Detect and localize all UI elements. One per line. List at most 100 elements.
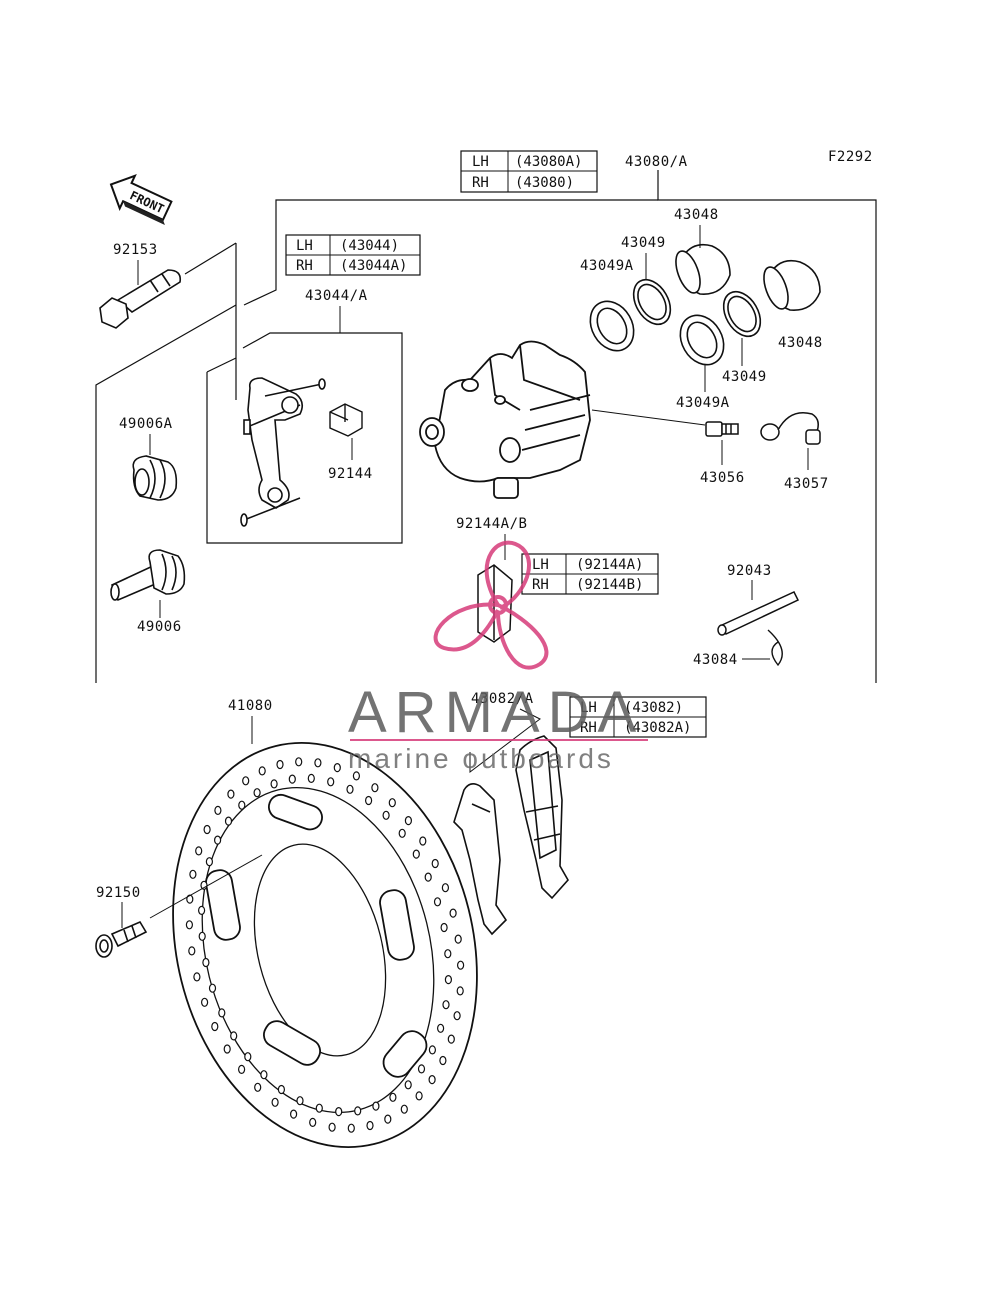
piston-seal-43049a-top [589, 300, 635, 352]
disc-hole [195, 846, 203, 856]
pads-lh-part: (43082) [624, 700, 683, 716]
disc-hole [314, 758, 322, 768]
disc-hole [447, 1034, 455, 1044]
disc-hole [238, 1064, 246, 1075]
disc-hole [428, 1074, 436, 1085]
disc-hole [271, 1097, 279, 1107]
disc-hole [290, 1109, 298, 1119]
disc-hole [431, 858, 439, 869]
spring-lh-part: (92144A) [576, 557, 643, 573]
disc-hole [258, 766, 266, 776]
disc-hole [389, 1092, 397, 1102]
disc-hole [201, 997, 209, 1007]
piston-43048-top [675, 243, 731, 295]
spring-variant-table: LH (92144A) RH (92144B) [521, 553, 659, 595]
disc-hole [398, 828, 406, 838]
disc-hole [202, 957, 210, 968]
disc-hole [404, 815, 412, 826]
holder-rh-part: (43044A) [340, 258, 407, 274]
disc-hole [346, 784, 354, 794]
caliper-rh: RH [472, 175, 489, 191]
label-caliper-assy: 43080/A [625, 154, 688, 170]
label-seal-49a-bottom: 43049A [676, 395, 730, 411]
disc-hole [260, 1070, 268, 1080]
disc-hole [347, 1123, 355, 1133]
disc-hole [189, 869, 197, 879]
disc-hole [188, 946, 196, 956]
disc-hole [335, 1106, 343, 1117]
disc-hole [352, 771, 360, 781]
slide-pin-sleeve [110, 549, 186, 602]
disc-hole [388, 798, 396, 808]
assembly-frame [95, 170, 877, 683]
disc-hole [214, 805, 222, 816]
piston-seal-43049a-bottom [679, 314, 725, 366]
disc-hole [276, 759, 284, 770]
disc-hole [224, 816, 233, 826]
disc-hole [198, 905, 206, 916]
disc-hole [295, 757, 303, 767]
brake-disc [172, 741, 478, 1149]
caliper-lh-part: (43080A) [515, 154, 582, 170]
disc-hole [428, 1045, 436, 1055]
piston-seal-43049-top [632, 278, 672, 326]
label-seal-49-top: 43049 [621, 235, 666, 251]
pad-spring-small [329, 403, 363, 437]
caliper-holder-bracket [240, 377, 326, 527]
label-disc: 41080 [228, 698, 273, 714]
disc-hole [254, 1082, 262, 1092]
disc-hole [208, 983, 217, 993]
disc-hole [277, 1084, 285, 1095]
label-boot-a: 49006A [119, 416, 173, 432]
disc-hole [441, 883, 449, 893]
label-piston-right: 43048 [778, 335, 823, 351]
holder-lh-part: (43044) [340, 238, 399, 254]
brake-pad-front [453, 782, 508, 936]
bleeder-valve [705, 421, 739, 437]
pads-lh: LH [580, 700, 597, 716]
disc-hole [296, 1096, 304, 1106]
disc-hole [242, 776, 250, 786]
disc-vent-holes [185, 757, 465, 1133]
brake-pads-variant-table: LH (43082) RH (43082A) [569, 696, 707, 738]
disc-hole [193, 972, 201, 982]
armada-logo: ARMADA marine outboards [348, 540, 648, 774]
label-seal-49a-top: 43049A [580, 258, 634, 274]
disc-hole [444, 949, 452, 959]
label-holder-assy: 43044/A [305, 288, 368, 304]
disc-hole [384, 1114, 392, 1124]
disc-hole [424, 872, 432, 882]
label-piston-top: 43048 [674, 207, 719, 223]
disc-hole [412, 849, 420, 859]
disc-hole [354, 1106, 362, 1116]
watermark-brand: ARMADA [348, 680, 644, 745]
label-pin: 92043 [727, 563, 772, 579]
holder-box [206, 332, 403, 544]
disc-bolt [95, 920, 148, 958]
holder-variant-table: LH (43044) RH (43044A) [285, 234, 421, 276]
disc-hole [371, 783, 379, 793]
disc-hole [270, 779, 278, 789]
disc-hole [366, 1120, 374, 1131]
disc-hole [372, 1101, 380, 1111]
disc-hole [400, 1104, 408, 1114]
figure-code: F2292 [828, 149, 873, 165]
label-spring-ab: 92144A/B [456, 516, 527, 532]
disc-hole [456, 986, 464, 996]
disc-hole [415, 1091, 423, 1101]
disc-hole [382, 810, 390, 820]
disc-hole [227, 789, 235, 799]
label-bolt-top: 92153 [113, 242, 158, 258]
holder-lh: LH [296, 238, 313, 254]
disc-hole [244, 1052, 252, 1062]
disc-hole [218, 1008, 226, 1018]
disc-hole [454, 934, 462, 944]
disc-hole [440, 922, 448, 933]
disc-hole [453, 1011, 461, 1021]
disc-hole [433, 897, 442, 907]
spring-lh: LH [532, 557, 549, 573]
disc-hole [419, 836, 427, 846]
disc-hole [223, 1044, 231, 1054]
